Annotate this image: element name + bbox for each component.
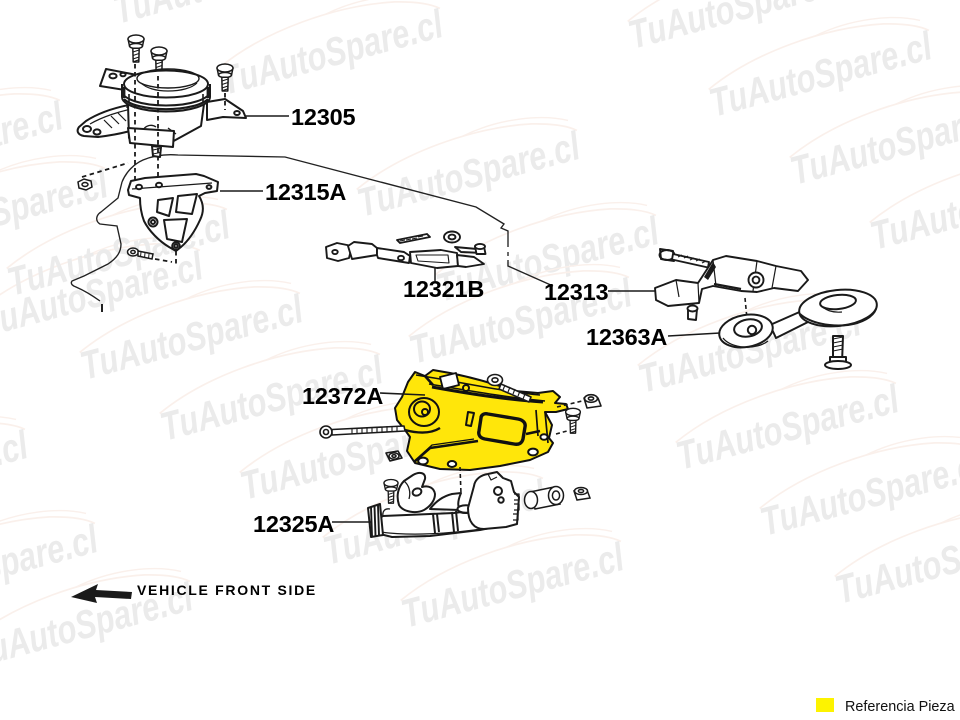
svg-text:12372A: 12372A xyxy=(302,383,383,409)
svg-text:12321B: 12321B xyxy=(403,276,484,302)
svg-text:12363A: 12363A xyxy=(586,324,667,350)
svg-text:12305: 12305 xyxy=(291,104,355,130)
svg-text:12315A: 12315A xyxy=(265,179,346,205)
svg-text:VEHICLE FRONT SIDE: VEHICLE FRONT SIDE xyxy=(137,582,317,598)
svg-text:12325A: 12325A xyxy=(253,511,334,537)
svg-text:Referencia Pieza: Referencia Pieza xyxy=(845,699,955,715)
svg-text:12313: 12313 xyxy=(544,279,608,305)
